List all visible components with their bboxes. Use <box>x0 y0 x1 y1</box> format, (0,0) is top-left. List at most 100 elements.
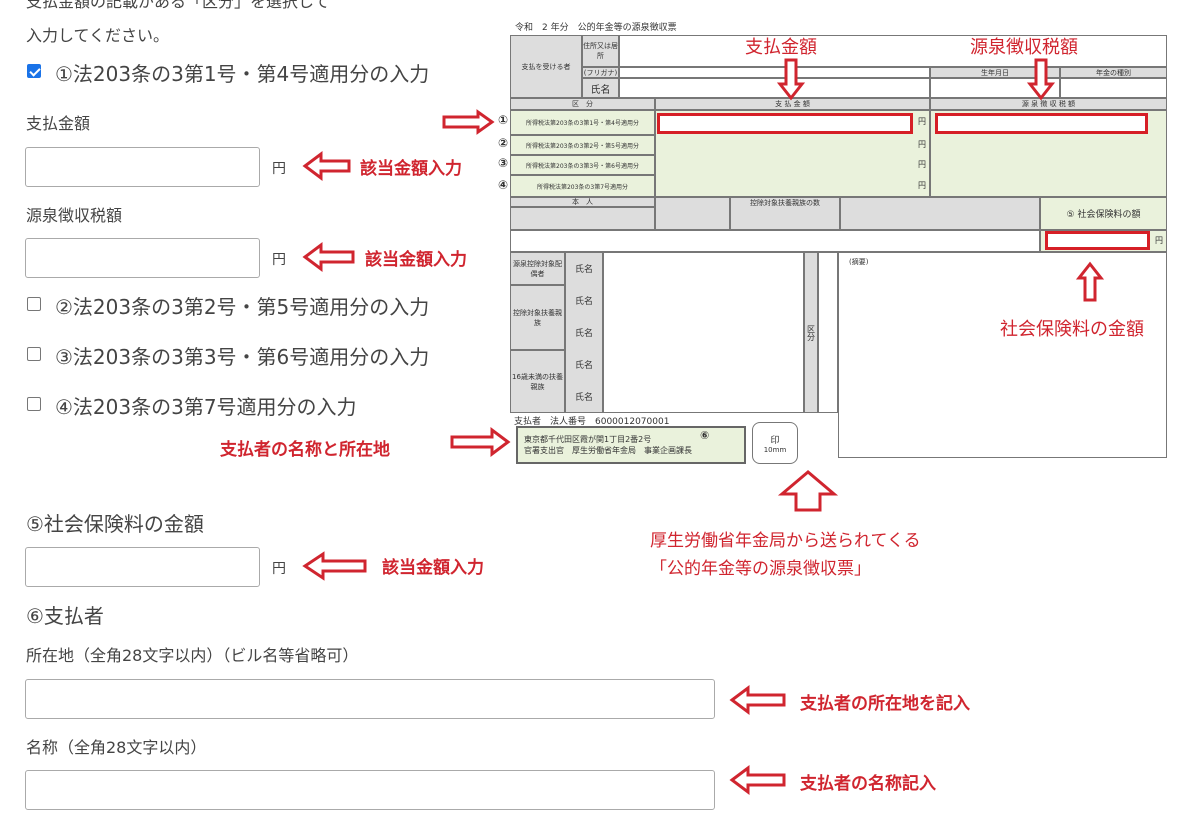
slip-address: 住所又は居所 <box>582 35 619 67</box>
down-arrow-icon <box>776 58 806 101</box>
slip-dependent-relatives: 控除対象扶養親族 <box>510 285 565 350</box>
annotation-enter-amount-2: 該当金額入力 <box>365 250 467 270</box>
slip-name-cells <box>603 252 804 413</box>
checkbox-label-4[interactable]: ④法203条の3第7号適用分の入力 <box>55 395 357 419</box>
highlight-payment <box>657 113 913 134</box>
up-arrow-icon <box>1075 261 1105 302</box>
slip-furigana-cell <box>619 67 930 78</box>
slip-seal-size: 10mm <box>763 445 787 454</box>
slip-name-cell <box>619 78 930 98</box>
slip-yen-2: 円 <box>918 140 926 149</box>
slip-social: ⑤ 社会保険料の額 <box>1040 197 1167 230</box>
slip-birth: 生年月日 <box>930 67 1060 78</box>
slip-name-label: 氏名 <box>574 328 593 339</box>
instruction-line2: 入力してください。 <box>26 26 170 45</box>
name-label: 名称（全角28文字以内） <box>26 738 207 757</box>
slip-withholding: 源 泉 徴 収 税 額 <box>930 98 1167 110</box>
checkbox-label-1[interactable]: ①法203条の3第1号・第4号適用分の入力 <box>55 62 430 86</box>
highlight-withholding <box>935 113 1148 134</box>
slip-payer: 支払者 法人番号 6000012070001 <box>514 417 670 427</box>
slip-num-2: ② <box>498 136 509 150</box>
checkbox-category-2[interactable] <box>27 297 41 311</box>
slip-payer-circle: ⑥ <box>700 429 710 442</box>
slip-address-cell <box>619 35 1167 67</box>
annotation-payer-name-address: 支払者の名称と所在地 <box>220 440 390 460</box>
down-arrow-icon <box>1026 58 1056 101</box>
slip-self-sub <box>510 207 655 230</box>
slip-name-label: 氏名 <box>574 360 593 371</box>
slip-dependents: 控除対象扶養親族の数 <box>730 197 840 230</box>
slip-name-label: 氏名 <box>574 392 593 403</box>
checkbox-category-3[interactable] <box>27 347 41 361</box>
right-arrow-icon <box>442 109 495 135</box>
slip-seal: 印 10mm <box>752 422 798 464</box>
slip-payer-box: 東京都千代田区霞が関1丁目2番2号 官署支出官 厚生労働省年金局 事業企画課長 <box>516 426 746 464</box>
slip-yen-3: 円 <box>918 160 926 169</box>
slip-dependents-values <box>510 230 1040 252</box>
annotation-payment-amount: 支払金額 <box>745 37 817 58</box>
slip-recipient: 支払を受ける者 <box>510 35 582 98</box>
slip-title: 令和 2 年分 公的年金等の源泉徴収票 <box>515 23 677 33</box>
slip-remarks: (摘要) <box>838 252 1167 458</box>
slip-payer-address: 東京都千代田区霞が関1丁目2番2号 <box>524 435 652 444</box>
slip-pension-cell <box>1060 78 1167 98</box>
annotation-sent-from-2: 「公的年金等の源泉徴収票」 <box>650 559 871 579</box>
checkbox-category-1[interactable] <box>27 64 41 78</box>
left-arrow-icon <box>302 151 351 181</box>
payer-heading: ⑥支払者 <box>26 604 104 628</box>
annotation-write-name: 支払者の名称記入 <box>800 774 936 794</box>
slip-pension-type: 年金の種別 <box>1060 67 1167 78</box>
annotation-enter-amount-1: 該当金額入力 <box>360 159 462 179</box>
highlight-social <box>1045 231 1150 250</box>
checkbox-label-2[interactable]: ②法203条の3第2号・第5号適用分の入力 <box>55 295 430 319</box>
withholding-label: 源泉徴収税額 <box>26 206 123 225</box>
slip-num-3: ③ <box>498 156 509 170</box>
social-insurance-input[interactable] <box>25 547 260 587</box>
payer-address-input[interactable] <box>25 679 715 719</box>
slip-under16: 16歳未満の扶養親族 <box>510 350 565 413</box>
slip-kubun: 区分 <box>804 252 818 413</box>
checkbox-label-3[interactable]: ③法203条の3第3号・第6号適用分の入力 <box>55 345 430 369</box>
slip-row-2: 所得税法第203条の3第2号・第5号適用分 <box>510 135 655 155</box>
slip-row-4: 所得税法第203条の3第7号適用分 <box>510 175 655 197</box>
slip-yen-1: 円 <box>918 117 926 126</box>
instruction-line1: 支払金額の記載がある「区分」を選択して <box>26 0 330 11</box>
left-arrow-icon <box>729 765 786 795</box>
payment-label: 支払金額 <box>26 114 91 133</box>
withholding-input[interactable] <box>25 238 260 278</box>
slip-spouse: 源泉控除対象配偶者 <box>510 252 565 285</box>
slip-payer-name: 官署支出官 厚生労働省年金局 事業企画課長 <box>524 446 692 455</box>
social-label: ⑤社会保険料の金額 <box>26 512 204 536</box>
slip-spouse-head <box>655 197 730 230</box>
payment-yen: 円 <box>272 161 286 177</box>
left-arrow-icon <box>302 242 355 272</box>
slip-row-3: 所得税法第203条の3第3号・第6号適用分 <box>510 155 655 175</box>
slip-kubun-cells <box>818 252 838 413</box>
slip-yen-social: 円 <box>1155 236 1163 245</box>
left-arrow-icon <box>302 551 367 581</box>
slip-name-column: 氏名氏名氏名氏名氏名 <box>565 252 603 413</box>
slip-yen-4: 円 <box>918 181 926 190</box>
annotation-social-insurance: 社会保険料の金額 <box>1000 319 1144 340</box>
annotation-enter-amount-3: 該当金額入力 <box>382 558 484 578</box>
slip-birth-cell <box>930 78 1060 98</box>
slip-row-1: 所得税法第203条の3第1号・第4号適用分 <box>510 110 655 135</box>
payer-name-input[interactable] <box>25 770 715 810</box>
slip-remarks-label: (摘要) <box>849 258 869 266</box>
right-arrow-icon <box>450 427 511 457</box>
slip-name-label: 氏名 <box>574 265 593 276</box>
slip-name: 氏名 <box>582 78 619 98</box>
slip-self: 本 人 <box>510 197 655 207</box>
annotation-sent-from-1: 厚生労働省年金局から送られてくる <box>650 531 921 551</box>
slip-num-1: ① <box>498 113 509 127</box>
slip-furigana: (フリガナ) <box>582 67 619 78</box>
address-label: 所在地（全角28文字以内）（ビル名等省略可） <box>26 646 359 665</box>
payment-input[interactable] <box>25 147 260 187</box>
checkbox-category-4[interactable] <box>27 397 41 411</box>
slip-disabled-head <box>840 197 1040 230</box>
withholding-yen: 円 <box>272 252 286 268</box>
up-arrow-icon <box>777 470 839 512</box>
annotation-write-address: 支払者の所在地を記入 <box>800 694 970 714</box>
social-yen: 円 <box>272 561 286 577</box>
slip-category: 区 分 <box>510 98 655 110</box>
